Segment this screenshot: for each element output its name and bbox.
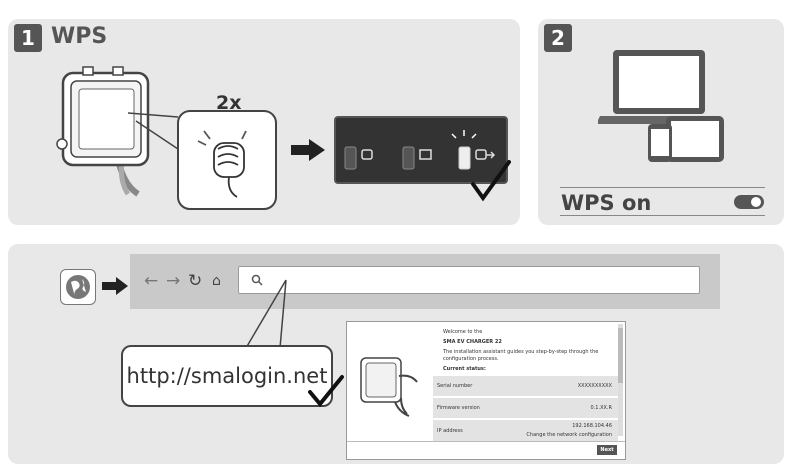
change-network-link[interactable]: Change the network configuration (526, 432, 612, 438)
back-arrow-icon[interactable]: ← (144, 271, 159, 291)
step-number-1: 1 (14, 24, 42, 52)
serial-number-label: Serial number (437, 383, 473, 389)
browser-toolbar: ← → ↻ ⌂ (130, 254, 720, 309)
step-number-2: 2 (544, 24, 572, 52)
wizard-row-firmware: Firmware version 0.1.XX.R (433, 398, 618, 418)
wizard-charger-illustration (360, 357, 418, 417)
wizard-welcome: Welcome to the (443, 329, 483, 335)
tapping-hand-icon (197, 130, 247, 198)
arrow-right-icon (291, 139, 325, 161)
wizard-product-name: SMA EV CHARGER 22 (443, 339, 502, 345)
wizard-row-ip: IP address 192.168.104.46 Change the net… (433, 420, 618, 442)
installation-wizard-window: Welcome to the SMA EV CHARGER 22 The ins… (346, 321, 626, 460)
next-button[interactable]: Next (597, 445, 617, 455)
wizard-intro-line-1: The installation assistant guides you st… (443, 349, 599, 355)
step-1-title: WPS (51, 24, 108, 49)
globe-button (60, 269, 96, 305)
url-checkmark-icon (308, 375, 344, 408)
step-2-panel: 2 WPS on (538, 19, 784, 225)
wizard-intro-line-2: configuration process. (443, 356, 499, 362)
wps-toggle-knob (751, 197, 761, 207)
hand-tap-bubble (127, 110, 277, 210)
browser-panel: ← → ↻ ⌂ http://smalogin.net Welcome to t… (8, 244, 784, 464)
tablet-icon (666, 116, 724, 162)
home-icon[interactable]: ⌂ (212, 273, 221, 289)
checkmark-icon (471, 160, 511, 202)
search-icon (251, 274, 263, 286)
wps-on-label: WPS on (561, 191, 652, 215)
wizard-status-heading: Current status: (443, 366, 486, 372)
firmware-version-label: Firmware version (437, 405, 480, 411)
globe-icon (66, 275, 90, 299)
divider-top (560, 187, 765, 188)
wizard-footer-divider (347, 441, 625, 442)
charger-device-illustration (56, 66, 150, 197)
step-1-panel: 1 WPS 2x (8, 19, 520, 225)
charge-icon (361, 149, 373, 160)
device-button-panel (334, 116, 511, 202)
wizard-row-serial: Serial number XXXXXXXXXX (433, 376, 618, 396)
wizard-scrollbar[interactable] (618, 324, 623, 436)
book-icon (419, 149, 432, 160)
ip-address-value: 192.168.104.46 (572, 423, 612, 429)
forward-arrow-icon[interactable]: → (166, 271, 181, 291)
arrow-to-browser-icon (102, 277, 128, 295)
serial-number-value: XXXXXXXXXX (577, 383, 612, 389)
firmware-version-value: 0.1.XX.R (590, 405, 612, 411)
reload-icon[interactable]: ↻ (188, 271, 203, 291)
divider-bottom (560, 215, 765, 216)
wizard-scrollbar-thumb[interactable] (618, 328, 623, 383)
address-bar[interactable] (238, 266, 700, 294)
wps-led-icon (451, 130, 496, 160)
wps-toggle[interactable] (734, 195, 764, 209)
smartphone-icon (648, 124, 672, 162)
devices-illustration (598, 50, 724, 162)
url-text: http://smalogin.net (126, 364, 328, 388)
press-count-label: 2x (216, 92, 242, 114)
url-callout: http://smalogin.net (121, 345, 333, 407)
callout-pointer (245, 279, 287, 349)
ip-address-label: IP address (437, 428, 463, 434)
laptop-icon (598, 50, 722, 124)
